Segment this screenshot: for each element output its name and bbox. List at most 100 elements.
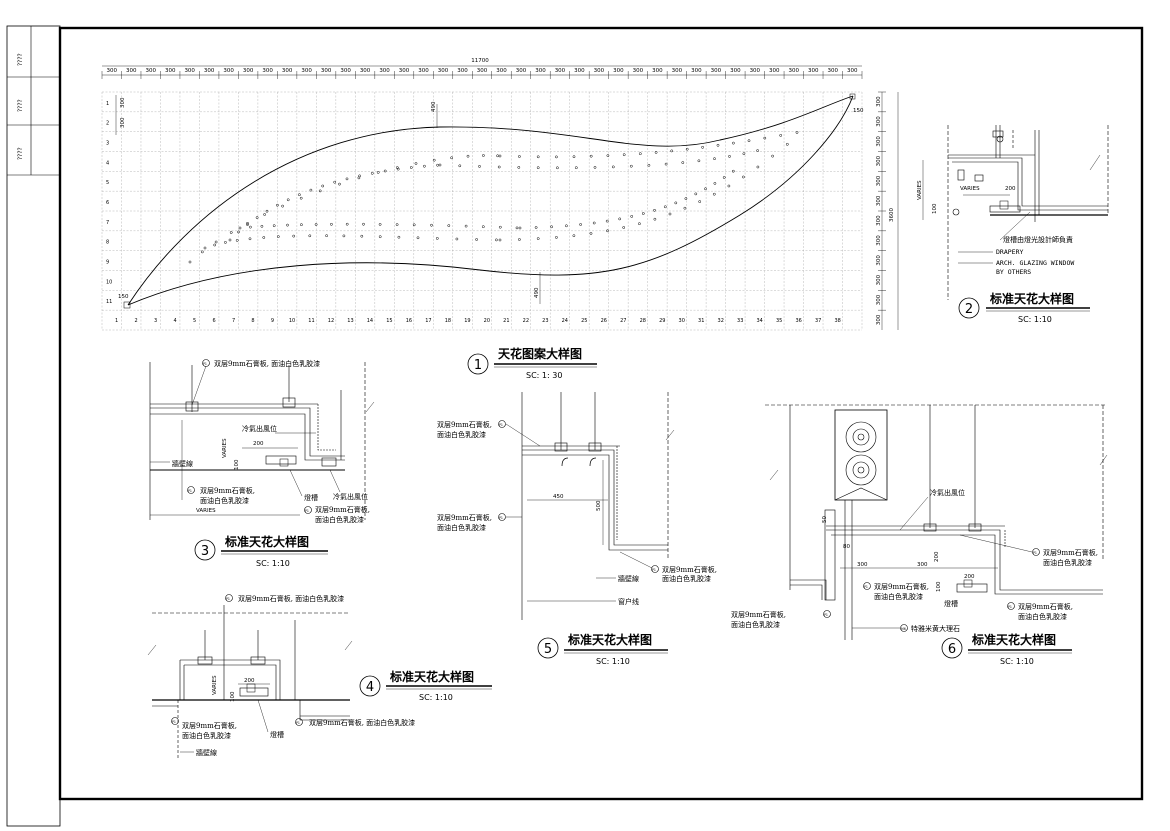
pattern-dot	[300, 223, 303, 227]
detail-6-note-board3-l2: 面油白色乳胶漆	[731, 620, 780, 629]
column-number: 9	[271, 318, 274, 324]
pattern-dot	[338, 182, 341, 186]
pattern-dot	[518, 226, 522, 230]
row-number: 2	[106, 121, 109, 127]
detail-5-dim-450: 450	[553, 494, 564, 500]
pattern-dot	[654, 151, 658, 154]
detail-3-dim-100: 100	[234, 459, 240, 470]
pattern-dot	[464, 224, 468, 228]
detail-1-plan: 300 300 300 300 300 300 300 300 300 300 300 300 300 3…	[101, 58, 899, 331]
detail-5-note-board3-l2: 面油白色乳胶漆	[662, 574, 711, 583]
column-number: 35	[776, 318, 782, 324]
pattern-dot	[235, 239, 239, 242]
detail-5-title-text: 标准天花大样图	[567, 632, 652, 647]
row-dimension-label: 300	[876, 294, 882, 305]
detail-1-title: 1 天花图案大样图 SC: 1: 30	[467, 346, 597, 380]
pattern-dot	[299, 196, 303, 200]
pattern-dot	[701, 145, 704, 149]
detail-5-note-board2-l1: 双层9mm石膏板,	[437, 513, 492, 522]
detail-5-tag-p1-a: P1	[499, 423, 503, 427]
pattern-dot	[260, 224, 264, 228]
detail-4-note-board-l1: 双层9mm石膏板,	[182, 721, 237, 730]
row-dimension-label: 300	[876, 195, 882, 206]
pattern-dot	[249, 225, 252, 229]
pattern-dot	[342, 234, 346, 238]
detail-5-scale: SC: 1:10	[596, 657, 630, 666]
detail-6-note-board2-l2: 面油白色乳胶漆	[874, 592, 923, 601]
pattern-dot	[638, 152, 642, 156]
pattern-dot	[362, 222, 365, 226]
detail-3-tag-p1-a: P1	[203, 362, 207, 366]
detail-4-scale: SC: 1:10	[419, 693, 453, 702]
pattern-dot	[430, 223, 433, 227]
column-number: 28	[640, 318, 646, 324]
plan-height-dimension: 3600	[889, 208, 895, 222]
row-dimension-label: 300	[876, 175, 882, 186]
plan-row-dimensions: 3003003003003003003003003003003003003003…	[115, 91, 886, 330]
pattern-dot	[728, 155, 731, 158]
column-number: 5	[193, 318, 196, 324]
corner-dim-right: 150	[853, 108, 864, 114]
detail-6-dim-300-b: 300	[917, 562, 928, 568]
column-dimension-label: 300	[535, 68, 546, 74]
column-number: 4	[173, 318, 176, 324]
pattern-dot	[779, 134, 783, 137]
curve-dim-top: 490	[431, 101, 437, 112]
detail-6-number: 6	[948, 642, 956, 657]
detail-6-note-board3-l1: 双层9mm石膏板,	[731, 610, 786, 619]
detail-6-note-board2-l1: 双层9mm石膏板,	[874, 582, 929, 591]
column-dimension-label: 300	[145, 68, 156, 74]
pattern-dot	[248, 237, 252, 241]
column-dimension-label: 300	[691, 68, 702, 74]
detail-3-number: 3	[201, 544, 209, 559]
pattern-dot	[423, 164, 426, 168]
row-dimension-label: 300	[876, 136, 882, 147]
row-number: 9	[106, 260, 109, 266]
detail-6-scale: SC: 1:10	[1000, 657, 1034, 666]
column-dimension-label: 300	[126, 68, 137, 74]
column-dimension-label: 300	[750, 68, 761, 74]
column-number: 33	[737, 318, 743, 324]
column-dimension-label: 300	[457, 68, 468, 74]
row-number: 3	[106, 141, 109, 147]
pattern-dot	[670, 149, 674, 153]
pattern-dot	[579, 223, 582, 226]
detail-4-note-light-trough: 燈槽	[270, 730, 284, 739]
detail-3-title: 3 标准天花大样图 SC: 1:10	[194, 534, 328, 568]
pattern-dot	[497, 165, 501, 169]
detail-4-tag-p1-b: P1	[172, 720, 176, 724]
pattern-dot	[517, 166, 521, 169]
pattern-dot	[298, 193, 301, 197]
column-number: 34	[757, 318, 763, 324]
row-dimension-label: 300	[876, 155, 882, 166]
detail-6-note-light-trough: 燈槽	[944, 599, 958, 608]
column-dimension-label: 300	[828, 68, 839, 74]
column-dimension-label: 300	[516, 68, 527, 74]
leaf-pattern-dots	[188, 131, 799, 264]
detail-2-title-text: 标准天花大样图	[989, 291, 1074, 306]
detail-4-dim-200: 200	[244, 678, 255, 684]
detail-2-note-glazing-1: ARCH. GLAZING WINDOW	[996, 259, 1074, 267]
detail-4-number: 4	[366, 680, 374, 695]
detail-6-note-marble: 特雅米黄大理石	[911, 624, 960, 633]
pattern-dot	[321, 184, 325, 188]
column-number: 19	[464, 318, 470, 324]
pattern-dot	[534, 226, 538, 229]
pattern-dot	[589, 154, 593, 158]
column-number: 16	[406, 318, 412, 324]
pattern-dot	[589, 232, 593, 235]
pattern-dot	[246, 223, 249, 226]
pattern-dot	[286, 198, 290, 202]
column-dimension-label: 300	[360, 68, 371, 74]
detail-4-note-board-right: 双层9mm石膏板, 面油白色乳胶漆	[309, 718, 415, 727]
detail-4-varies: VARIES	[212, 675, 218, 695]
leaf-outer-upper-curve	[127, 95, 854, 306]
column-dimension-label: 300	[204, 68, 215, 74]
detail-6-dim-80: 80	[843, 544, 850, 550]
pattern-dot	[684, 197, 688, 200]
pattern-dot	[536, 166, 540, 170]
pattern-dot	[203, 246, 207, 250]
column-dimension-label: 300	[769, 68, 780, 74]
corner-dim-left: 150	[118, 294, 129, 300]
